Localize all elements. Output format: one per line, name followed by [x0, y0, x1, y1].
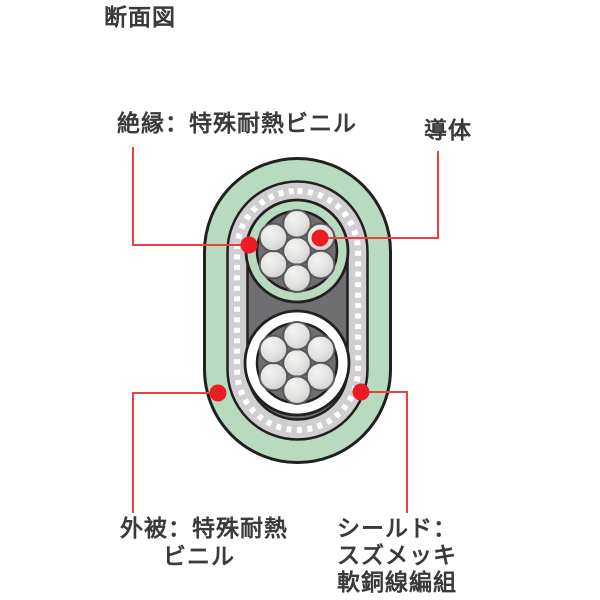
- bottom-core: [243, 309, 351, 417]
- conductor-strand: [258, 334, 289, 365]
- label-insulation: 絶縁：特殊耐熱ビニル: [117, 110, 357, 136]
- conductor-strand: [305, 249, 336, 280]
- label-sheath-line2: ビニル: [163, 543, 235, 569]
- callout-line-shield: [361, 391, 408, 513]
- shield-braid-dots: [234, 188, 361, 433]
- conductor-strand: [282, 321, 312, 351]
- conductor-strand: [258, 249, 289, 280]
- top-core-strands: [258, 209, 336, 294]
- bottom-core-strands: [258, 321, 336, 406]
- label-shield-line1: シールド：: [337, 515, 457, 541]
- conductor-strand: [258, 222, 289, 253]
- label-shield: シールド： スズメッキ 軟銅線編組: [337, 515, 457, 596]
- label-sheath-line1: 外被：特殊耐熱: [120, 515, 288, 541]
- label-conductor: 導体: [424, 117, 472, 143]
- conductor-strand: [282, 375, 312, 406]
- conductor-strand: [258, 361, 289, 392]
- callout-line-conductor: [320, 151, 439, 239]
- conductor-strand: [305, 334, 336, 365]
- conductor-strand: [282, 209, 312, 239]
- callout-line-sheath: [132, 392, 218, 513]
- diagram-title: 断面図: [104, 4, 176, 30]
- callout-dot-sheath: [209, 384, 227, 402]
- callout-dot-conductor: [311, 229, 329, 247]
- label-shield-line2: スズメッキ: [337, 542, 457, 568]
- conductor-strand: [305, 361, 336, 392]
- label-shield-line3: 軟銅線編組: [337, 569, 457, 595]
- top-core: [244, 198, 350, 304]
- callout-dot-shield: [352, 383, 370, 401]
- conductor-strand: [282, 263, 312, 294]
- callout-line-insulation: [132, 147, 249, 246]
- callout-dot-insulation: [240, 236, 258, 254]
